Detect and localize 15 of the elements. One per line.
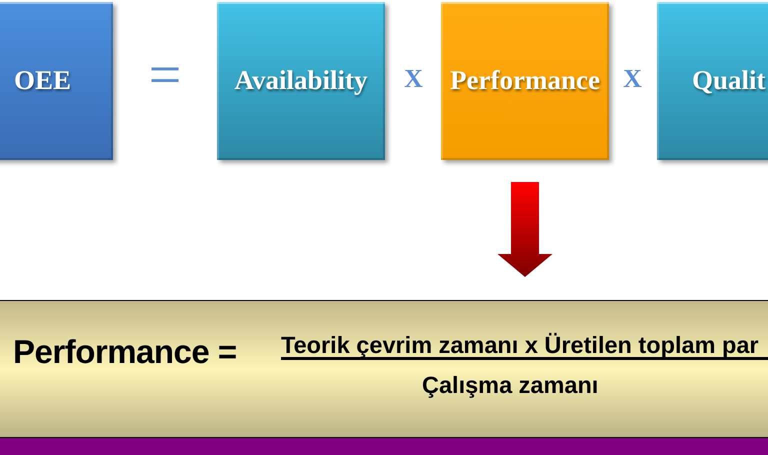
- metric-box: [0, 2, 113, 160]
- formula-band: [0, 300, 768, 438]
- box-label: Performance: [450, 64, 600, 98]
- multiply-sign: X: [404, 66, 423, 92]
- box-label: Availability: [234, 64, 368, 98]
- highlighted-metric-box: [441, 2, 609, 160]
- box-label: Qualit: [692, 64, 766, 98]
- box-label: OEE: [14, 64, 72, 98]
- formula-numerator: Teorik çevrim zamanı x Üretilen toplam par: [281, 334, 759, 358]
- formula-denominator: Çalışma zamanı: [422, 374, 598, 398]
- metric-box: [217, 2, 385, 160]
- formula-label: Performance =: [13, 335, 237, 368]
- equals-sign: =: [148, 46, 182, 104]
- multiply-sign: X: [623, 66, 642, 92]
- down-arrow: [498, 182, 552, 277]
